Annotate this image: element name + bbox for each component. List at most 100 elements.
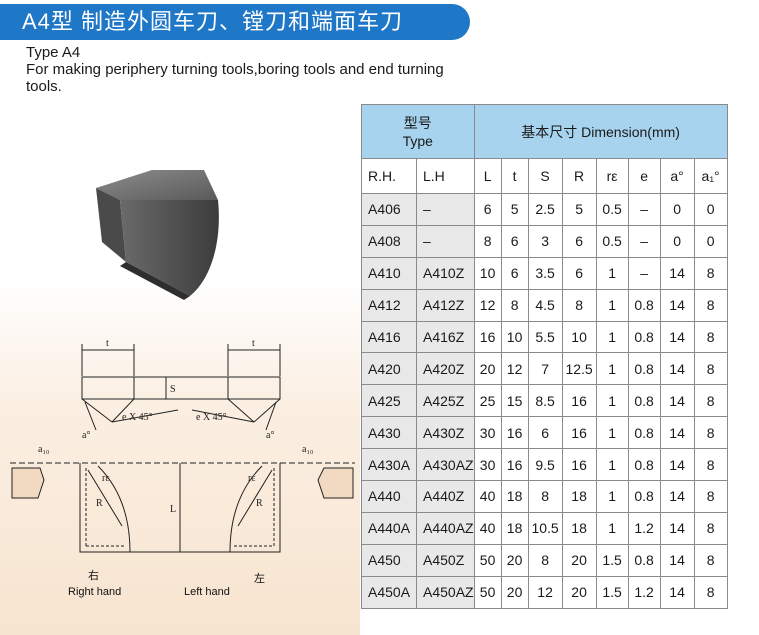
table-cell: A406 (361, 193, 417, 226)
table-cell: 0.8 (627, 288, 661, 322)
table-cell: – (416, 193, 475, 226)
table-cell: 9.5 (527, 448, 563, 482)
table-cell: 1 (595, 480, 629, 513)
right-hand-label: Right hand (68, 586, 122, 598)
table-cell: 0.5 (595, 224, 629, 258)
table-cell: 0.5 (595, 193, 629, 226)
table-cell: 8.5 (527, 384, 563, 418)
table-cell: 16 (561, 448, 597, 482)
right-hand-cn: 右 (88, 570, 99, 582)
table-cell: 10 (500, 320, 529, 354)
subtitle-line: Type A4 (26, 44, 81, 61)
table-cell: 14 (659, 384, 695, 418)
table-cell: 16 (500, 448, 529, 482)
table-cell: A450Z (416, 543, 475, 577)
title-banner: A4型 制造外圆车刀、镗刀和端面车刀 (0, 4, 470, 40)
subtitle: Type A4 For making periphery turning too… (26, 44, 546, 95)
table-cell: 0.8 (627, 320, 661, 354)
table-cell: 8 (693, 511, 728, 545)
page-title: A4型 制造外圆车刀、镗刀和端面车刀 (22, 9, 404, 34)
table-cell: A450 (361, 543, 417, 577)
table-cell: 16 (561, 416, 597, 450)
table-cell: 6 (527, 416, 563, 450)
table-cell: 18 (561, 480, 597, 513)
table-cell: 1 (595, 320, 629, 354)
dim-label-e45: e X 45° (196, 412, 227, 423)
table-cell: 0 (659, 224, 695, 258)
table-cell: 14 (659, 543, 695, 577)
table-cell: 5 (500, 193, 529, 226)
table-cell: 0.8 (627, 543, 661, 577)
background-gradient (0, 280, 360, 635)
table-cell: 12 (527, 575, 563, 609)
dim-label-e45: e X 45° (122, 412, 153, 423)
table-cell: 16 (473, 320, 502, 354)
table-cell: A416 (361, 320, 417, 354)
table-cell: 3.5 (527, 256, 563, 290)
table-cell: 8 (693, 480, 728, 513)
table-cell: 8 (693, 543, 728, 577)
table-cell: 8 (693, 448, 728, 482)
table-cell: 16 (561, 384, 597, 418)
table-cell: 6 (473, 193, 502, 226)
table-cell: A425Z (416, 384, 475, 418)
table-cell: 50 (473, 575, 502, 609)
table-cell: A430A (361, 448, 417, 482)
table-cell: 1 (595, 288, 629, 322)
table-cell: 1 (595, 448, 629, 482)
table-cell: 4.5 (527, 288, 563, 322)
table-cell: 8 (561, 288, 597, 322)
table-cell: 0 (693, 193, 728, 226)
table-cell: 8 (693, 384, 728, 418)
table-cell: – (416, 224, 475, 258)
table-cell: 12.5 (561, 352, 597, 386)
dim-label-t: t (106, 338, 109, 349)
table-cell: 1.2 (627, 575, 661, 609)
type-header-en: Type (402, 132, 433, 149)
table-cell: A410Z (416, 256, 475, 290)
table-cell: 5 (561, 193, 597, 226)
table-cell: 14 (659, 288, 695, 322)
table-cell: 7 (527, 352, 563, 386)
table-cell: 12 (473, 288, 502, 322)
table-cell: 1 (595, 511, 629, 545)
table-cell: 14 (659, 448, 695, 482)
table-cell: 14 (659, 256, 695, 290)
table-cell: – (627, 193, 661, 226)
left-hand-label: Left hand (184, 586, 230, 598)
table-cell: 3 (527, 224, 563, 258)
table-cell: – (627, 256, 661, 290)
table-cell: 18 (561, 511, 597, 545)
dim-label-s: S (170, 384, 176, 395)
table-cell: A440 (361, 480, 417, 513)
table-cell: 8 (500, 288, 529, 322)
table-cell: 40 (473, 511, 502, 545)
table-cell: 14 (659, 416, 695, 450)
column-header: L.H (416, 158, 475, 194)
table-cell: 14 (659, 511, 695, 545)
table-cell: 8 (693, 256, 728, 290)
table-cell: A420 (361, 352, 417, 386)
table-cell: 16 (500, 416, 529, 450)
column-header: a₁° (693, 158, 728, 194)
column-header: rε (595, 158, 629, 194)
technical-drawing: t t S e X 45° e X 45° a° a° a₁₀ a₁₀ rε r… (10, 338, 355, 553)
table-cell: 14 (659, 352, 695, 386)
table-cell: A440Z (416, 480, 475, 513)
type-header: 型号 Type (361, 104, 475, 159)
table-cell: 18 (500, 480, 529, 513)
table-cell: 1.2 (627, 511, 661, 545)
table-cell: 0 (693, 224, 728, 258)
table-cell: 0.8 (627, 384, 661, 418)
table-cell: A420Z (416, 352, 475, 386)
table-cell: 0.8 (627, 448, 661, 482)
table-cell: 0 (659, 193, 695, 226)
table-cell: 0.8 (627, 352, 661, 386)
